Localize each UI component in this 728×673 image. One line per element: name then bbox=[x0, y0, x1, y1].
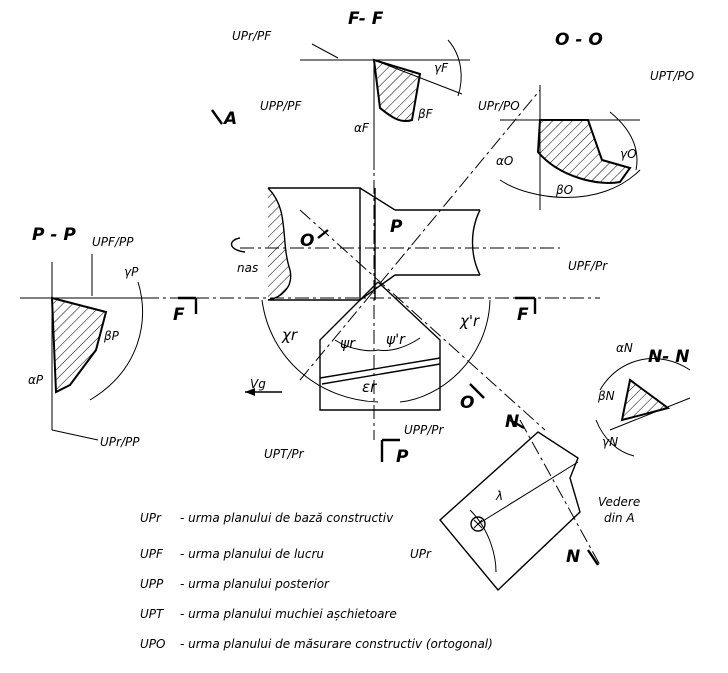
legend-sym-3: UPP bbox=[140, 577, 164, 591]
trace-ut-pr: UPT/Pr bbox=[264, 447, 305, 461]
trace-ur-pp: UPr/PP bbox=[100, 435, 140, 449]
label-psi-r-prime: ψ'r bbox=[386, 332, 406, 348]
label-feed: Vg bbox=[250, 377, 266, 391]
trace-ur-po: UPr/PO bbox=[478, 99, 520, 113]
nn-alpha: αN bbox=[616, 341, 633, 355]
nn-wedge bbox=[620, 378, 671, 422]
legend-text-4: - urma planului muchiei așchietoare bbox=[180, 607, 397, 621]
marker-n-top: N bbox=[505, 412, 519, 432]
section-oo-title: O - O bbox=[555, 30, 603, 50]
view-a-caption-1: Vedere bbox=[598, 495, 640, 509]
oo-gamma: γO bbox=[620, 147, 637, 161]
rotation-arrow bbox=[230, 237, 246, 253]
trace-up-pr: UPP/Pr bbox=[404, 423, 445, 437]
legend-sym-5: UPO bbox=[140, 637, 165, 651]
trace-ur-pf: UPr/PF bbox=[232, 29, 272, 43]
axis-diag-po bbox=[299, 89, 541, 381]
arc-psi bbox=[334, 337, 421, 352]
marker-p-bottom: P bbox=[396, 447, 409, 467]
view-a-marker: A bbox=[222, 109, 237, 129]
section-pp-title: P - P bbox=[32, 225, 76, 245]
tool-rake-face bbox=[319, 357, 441, 385]
legend-text-5: - urma planului de măsurare constructiv … bbox=[180, 637, 493, 651]
workpiece-and-tool bbox=[20, 80, 600, 440]
legend-sym-2: UPF bbox=[140, 547, 164, 561]
trace-ut-po: UPT/PO bbox=[650, 69, 694, 83]
arc-chi-r-prime bbox=[399, 299, 491, 403]
ff-alpha: αF bbox=[354, 121, 370, 135]
oo-beta: βO bbox=[555, 183, 573, 197]
ff-wedge bbox=[372, 58, 422, 122]
legend-sym-1: UPr bbox=[140, 511, 162, 525]
marker-p-top: P bbox=[390, 217, 403, 237]
marker-o-top: O bbox=[300, 231, 314, 251]
view-a-caption-2: din A bbox=[604, 511, 635, 525]
oo-alpha: αO bbox=[496, 154, 513, 168]
trace-uf-pr: UPF/Pr bbox=[568, 259, 608, 273]
nn-beta: βN bbox=[597, 389, 615, 403]
tool-body bbox=[319, 281, 441, 411]
section-oo: O - O UPT/PO UPr/PO γO βO αO bbox=[478, 30, 694, 210]
view-a-lambda: λ bbox=[495, 489, 503, 503]
label-rotation: nas bbox=[237, 261, 258, 275]
bar-chamfer bbox=[359, 187, 396, 301]
nn-gamma: γN bbox=[602, 435, 618, 449]
pp-wedge bbox=[50, 296, 108, 394]
label-chi-r: χr bbox=[281, 326, 298, 344]
trace-up-pf: UPP/PF bbox=[260, 99, 303, 113]
marker-o-bottom: O bbox=[460, 393, 474, 413]
view-from-a: λ UPr Vedere din A bbox=[410, 419, 640, 592]
view-a-tool-body bbox=[439, 431, 581, 592]
legend-text-2: - urma planului de lucru bbox=[180, 547, 324, 561]
trace-uf-pp: UPF/PP bbox=[92, 235, 134, 249]
axis-diag-oo bbox=[299, 209, 546, 431]
feed-arrowhead bbox=[245, 388, 255, 396]
pp-alpha: αP bbox=[28, 373, 44, 387]
oo-wedge bbox=[536, 119, 632, 184]
workpiece-hatch bbox=[268, 188, 291, 300]
section-ff-title: F- F bbox=[348, 9, 384, 29]
legend-text-1: - urma planului de bază constructiv bbox=[180, 511, 394, 525]
marker-f-left: F bbox=[173, 305, 185, 325]
legend-text-3: - urma planului posterior bbox=[180, 577, 330, 591]
marker-f-right: F bbox=[517, 305, 529, 325]
label-eps-r: εr bbox=[362, 378, 377, 396]
legend: UPr - urma planului de bază constructiv … bbox=[140, 511, 493, 651]
section-nn: N- N αN βN γN bbox=[595, 341, 691, 457]
arc-chi-r bbox=[261, 299, 379, 403]
label-chi-r-prime: χ'r bbox=[459, 312, 480, 330]
pp-beta: βP bbox=[103, 329, 120, 343]
ff-gamma: γF bbox=[434, 61, 449, 75]
legend-sym-4: UPT bbox=[140, 607, 165, 621]
view-a-trace-ur: UPr bbox=[410, 547, 432, 561]
section-markers: F F P P O O N N A bbox=[173, 109, 599, 567]
section-ff: F- F UPr/PF UPP/PF γF βF αF bbox=[232, 9, 470, 170]
ff-beta: βF bbox=[417, 107, 434, 121]
workpiece-shaft bbox=[395, 209, 481, 276]
workpiece-bar bbox=[268, 187, 361, 301]
marker-n-bottom: N bbox=[566, 547, 580, 567]
label-psi-r: ψr bbox=[340, 336, 356, 352]
section-nn-title: N- N bbox=[648, 347, 689, 367]
section-pp: P - P UPF/PP UPr/PP γP βP αP bbox=[20, 225, 150, 449]
pp-gamma: γP bbox=[124, 265, 139, 279]
